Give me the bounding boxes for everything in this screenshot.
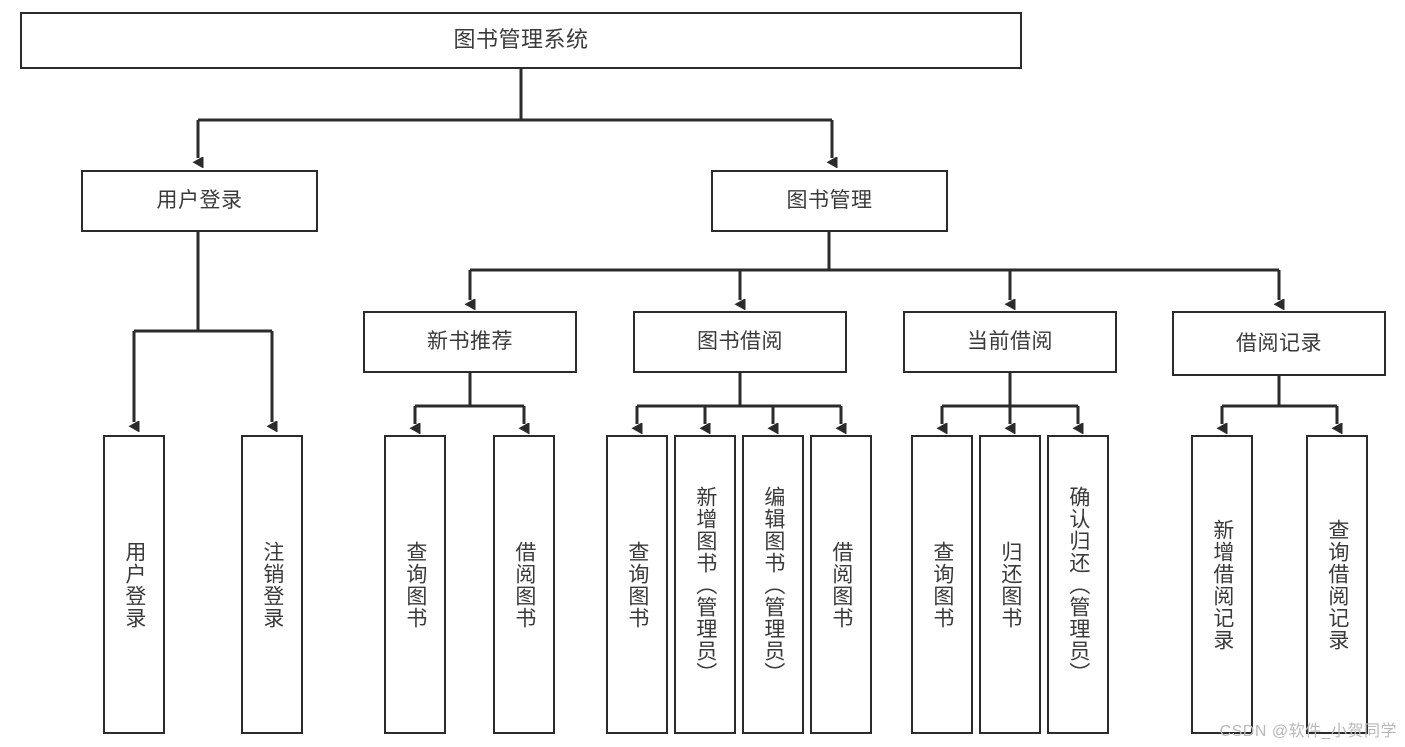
node-label: 借阅记录: [1236, 331, 1322, 355]
node-label: 借阅图书: [829, 540, 853, 629]
node-book-borrow[interactable]: 图书借阅: [633, 311, 847, 373]
node-book-manage[interactable]: 图书管理: [711, 170, 948, 232]
leaf-book-borrow-2[interactable]: 编辑图书（管理员）: [742, 435, 804, 734]
node-label: 图书管理系统: [453, 27, 589, 53]
node-label: 新增图书（管理员）: [693, 485, 717, 684]
node-label: 查询图书: [930, 540, 954, 629]
node-label: 新增借阅记录: [1210, 518, 1234, 651]
leaf-book-borrow-1[interactable]: 新增图书（管理员）: [674, 435, 736, 734]
node-current-borrow[interactable]: 当前借阅: [903, 311, 1117, 373]
node-label: 查询图书: [625, 540, 649, 629]
node-label: 新书推荐: [427, 330, 513, 354]
node-label: 图书管理: [786, 189, 873, 213]
node-new-book-recommend[interactable]: 新书推荐: [363, 311, 577, 373]
node-label: 确认归还（管理员）: [1066, 485, 1090, 684]
node-label: 查询借阅记录: [1325, 518, 1349, 651]
node-label: 查询图书: [403, 540, 427, 629]
watermark-text: CSDN @软件_小贺同学: [1219, 723, 1397, 740]
leaf-user-login-1[interactable]: 注销登录: [241, 435, 303, 734]
leaf-borrow-record-0[interactable]: 新增借阅记录: [1191, 435, 1253, 734]
leaf-current-borrow-2[interactable]: 确认归还（管理员）: [1047, 435, 1109, 734]
leaf-current-borrow-0[interactable]: 查询图书: [911, 435, 973, 734]
node-label: 图书借阅: [697, 330, 783, 354]
leaf-current-borrow-1[interactable]: 归还图书: [979, 435, 1041, 734]
leaf-book-borrow-3[interactable]: 借阅图书: [810, 435, 872, 734]
node-label: 归还图书: [998, 540, 1022, 629]
node-label: 用户登录: [122, 540, 146, 629]
node-label: 借阅图书: [512, 540, 536, 629]
node-label: 编辑图书（管理员）: [761, 485, 785, 684]
leaf-new-book-rec-0[interactable]: 查询图书: [384, 435, 446, 734]
node-label: 当前借阅: [967, 330, 1053, 354]
node-borrow-record[interactable]: 借阅记录: [1172, 311, 1386, 376]
leaf-new-book-rec-1[interactable]: 借阅图书: [493, 435, 555, 734]
node-label: 用户登录: [156, 189, 243, 213]
leaf-user-login-0[interactable]: 用户登录: [103, 435, 165, 734]
leaf-book-borrow-0[interactable]: 查询图书: [606, 435, 668, 734]
node-user-login[interactable]: 用户登录: [81, 170, 318, 232]
node-label: 注销登录: [260, 540, 284, 629]
node-root-system[interactable]: 图书管理系统: [20, 12, 1022, 69]
leaf-borrow-record-1[interactable]: 查询借阅记录: [1306, 435, 1368, 734]
